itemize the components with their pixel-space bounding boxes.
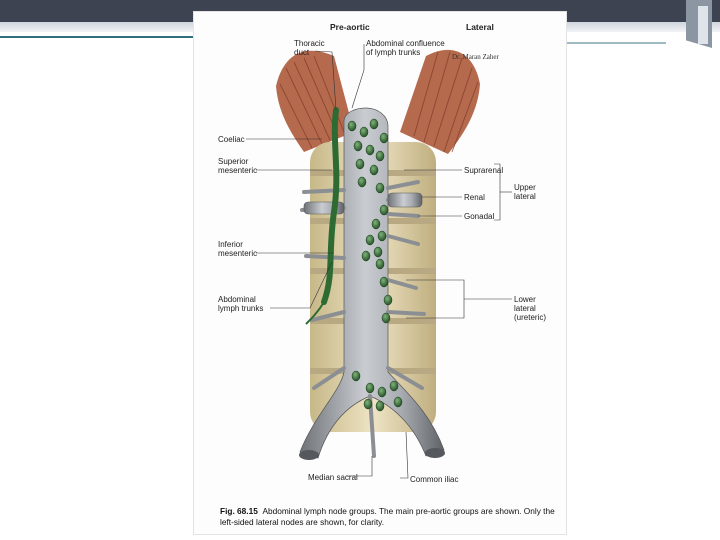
label-common-iliac: Common iliac [410, 475, 459, 484]
lymph-node-illustration [246, 44, 512, 479]
caption-number: Fig. 68.15 [220, 506, 258, 516]
figure-caption: Fig. 68.15 Abdominal lymph node groups. … [220, 506, 560, 528]
slide-rule-left [0, 36, 194, 38]
label-median-sacral: Median sacral [308, 473, 358, 482]
thoracic-duct [305, 107, 340, 325]
caption-text: Abdominal lymph node groups. The main pr… [220, 506, 555, 527]
label-suprarenal: Suprarenal [464, 166, 504, 175]
label-gonadal: Gonadal [464, 212, 495, 221]
header-lateral: Lateral [466, 22, 494, 32]
leader-lines [246, 44, 512, 479]
label-renal: Renal [464, 193, 485, 202]
lymph-nodes [347, 118, 403, 412]
slide-rule-right [566, 42, 666, 44]
watermark-text: Dr. Maran Zaher [452, 53, 499, 61]
label-coeliac: Coeliac [218, 135, 245, 144]
header-pre-aortic: Pre-aortic [330, 22, 370, 32]
slide-corner-tab-inner [698, 6, 708, 44]
